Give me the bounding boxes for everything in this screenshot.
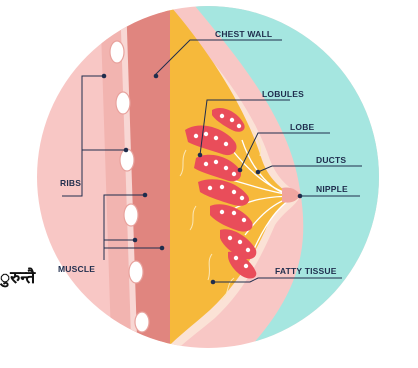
label-lobe: LOBE — [290, 122, 315, 132]
label-lobules: LOBULES — [262, 89, 304, 99]
side-text-fragment: ुरुन्तै — [0, 268, 35, 288]
label-fatty-tissue: FATTY TISSUE — [275, 266, 337, 276]
rib-oval — [120, 149, 134, 171]
label-ribs: RIBS — [60, 178, 81, 188]
rib-oval — [116, 92, 130, 114]
rib-oval — [110, 41, 124, 63]
label-ducts: DUCTS — [316, 155, 346, 165]
label-nipple: NIPPLE — [316, 184, 348, 194]
rib-oval — [135, 312, 149, 332]
rib-oval — [124, 204, 138, 226]
label-chest-wall: CHEST WALL — [215, 29, 272, 39]
rib-oval — [129, 261, 143, 283]
label-muscle: MUSCLE — [58, 264, 95, 274]
